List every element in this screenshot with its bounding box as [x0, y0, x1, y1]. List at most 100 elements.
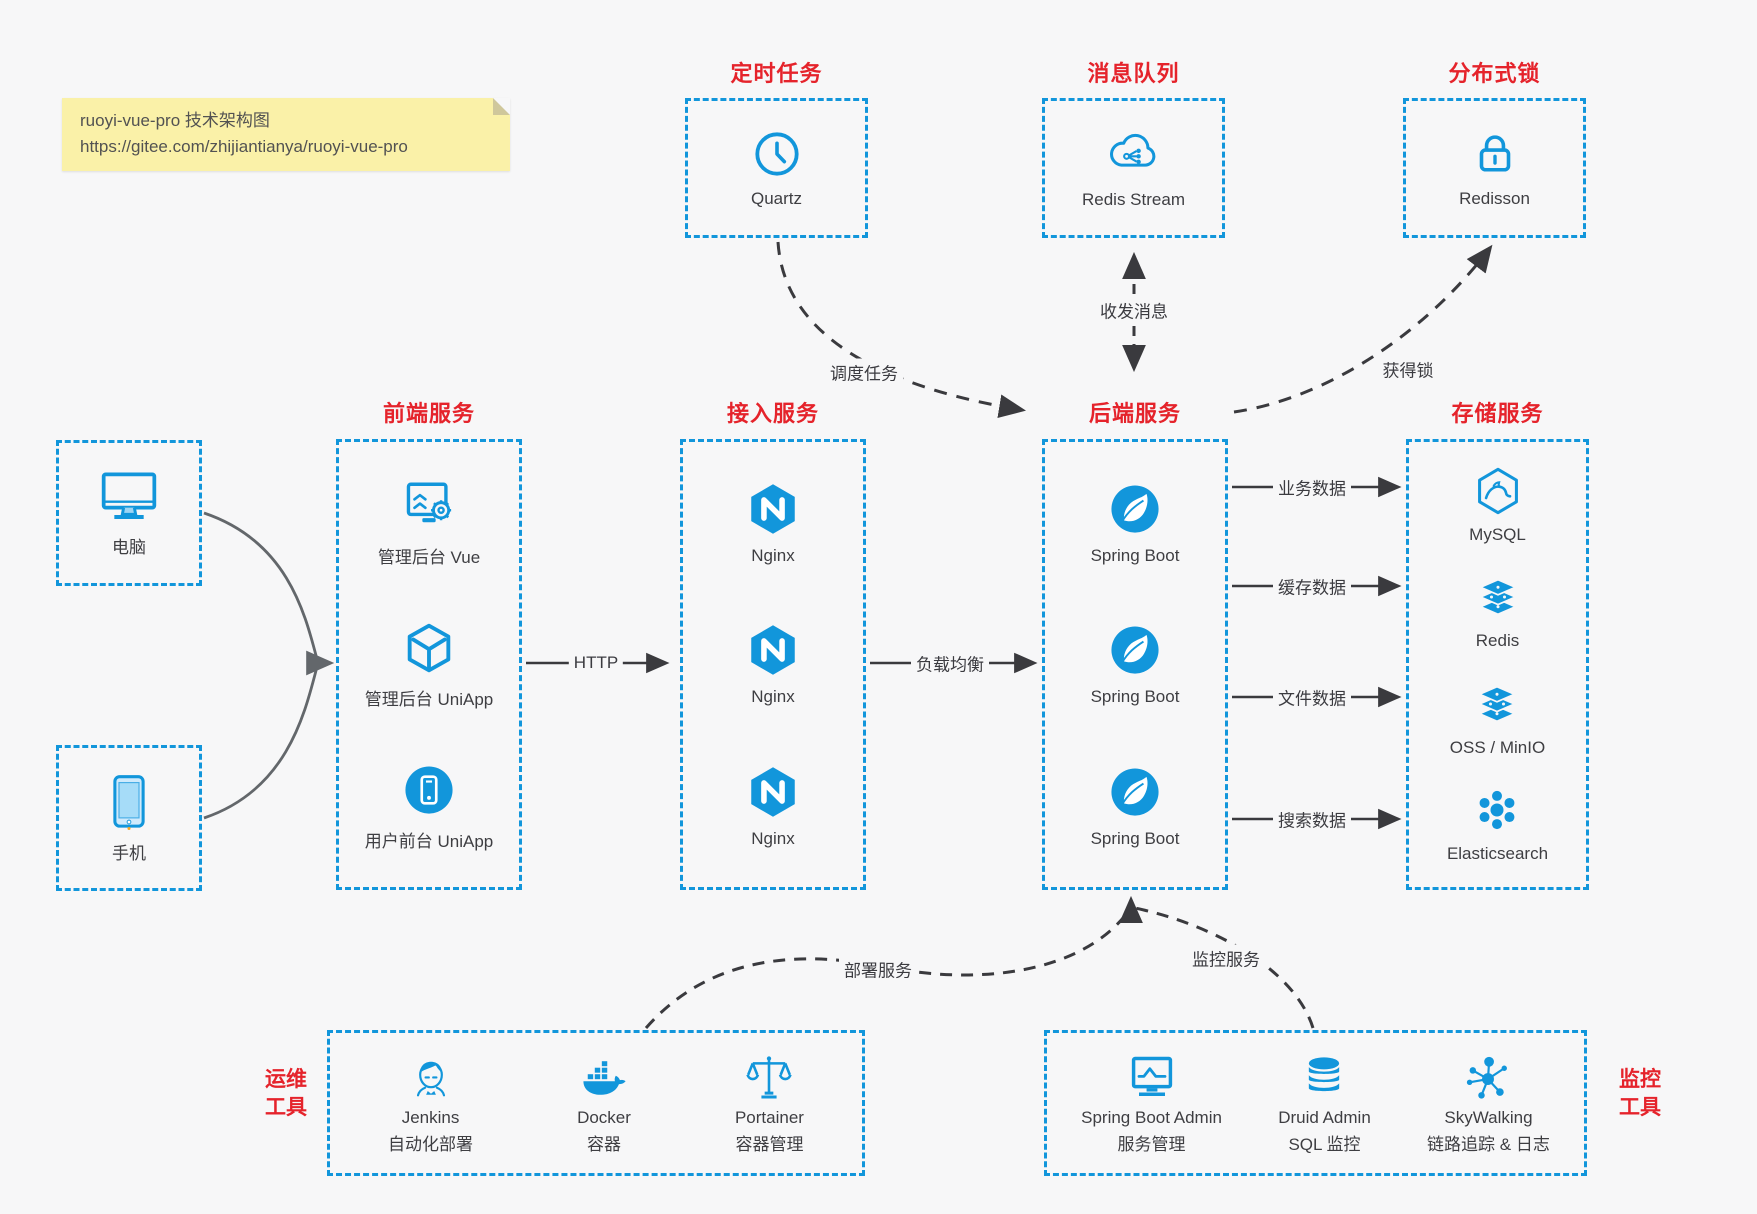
- nginx-icon: [751, 625, 795, 676]
- phone-circle-icon: [405, 766, 453, 814]
- group-box-lock: Redisson: [1403, 98, 1586, 238]
- group-title-timer: 定时任务: [730, 61, 823, 86]
- node-jenkins: Jenkins 自动化部署: [388, 1052, 473, 1155]
- node-label: MySQL: [1469, 525, 1526, 545]
- edge-label-send-receive-message: 收发消息: [1095, 296, 1173, 324]
- node-desc: SQL 监控: [1288, 1134, 1361, 1154]
- node-label: Druid Admin: [1278, 1107, 1371, 1127]
- group-box-timer: Quartz: [685, 98, 868, 238]
- node-redis: Redis: [1472, 571, 1524, 651]
- desktop-icon: [101, 471, 157, 519]
- node-desc: 自动化部署: [388, 1134, 474, 1154]
- node-portainer: Portainer 容器管理: [735, 1052, 804, 1155]
- group-title-lock: 分布式锁: [1448, 61, 1541, 86]
- node-redisson: Redisson: [1459, 127, 1530, 209]
- group-title-storage: 存储服务: [1451, 401, 1544, 426]
- note-url: https://gitee.com/zhijiantianya/ruoyi-vu…: [80, 137, 408, 157]
- node-label: Spring Boot Admin: [1081, 1107, 1222, 1127]
- scales-icon: [746, 1055, 793, 1098]
- layers-stack-icon: [1477, 685, 1517, 722]
- group-box-gateway: Nginx Nginx Nginx: [680, 439, 866, 890]
- edge-label-deploy-service: 部署服务: [839, 955, 917, 983]
- node-springboot-2: Spring Boot: [1090, 621, 1180, 707]
- node-label: Docker: [577, 1107, 631, 1127]
- side-title-monitoring-line1: 监控: [1619, 1068, 1661, 1091]
- node-pc: 电脑: [97, 469, 161, 558]
- node-nginx-1: Nginx: [744, 480, 802, 566]
- group-title-mq: 消息队列: [1087, 61, 1180, 86]
- node-label: SkyWalking: [1444, 1107, 1533, 1127]
- cluster-icon: [1480, 790, 1515, 829]
- node-label: Nginx: [751, 545, 795, 565]
- node-label: Spring Boot: [1090, 829, 1180, 849]
- edge-label-http: HTTP: [568, 652, 624, 674]
- node-druid-admin: Druid Admin SQL 监控: [1278, 1052, 1371, 1155]
- spring-leaf-icon: [1111, 485, 1159, 533]
- note-title: ruoyi-vue-pro 技术架构图: [80, 111, 270, 130]
- node-desc: 容器: [586, 1134, 621, 1154]
- group-box-mq: Redis Stream: [1042, 98, 1225, 238]
- jenkins-butler-icon: [416, 1061, 445, 1096]
- topology-icon: [1467, 1056, 1508, 1099]
- admin-screen-gear-icon: [406, 482, 452, 523]
- node-label: Quartz: [750, 189, 803, 208]
- node-label: Portainer: [734, 1107, 804, 1127]
- client-box-pc: 电脑: [56, 440, 202, 586]
- monitor-chart-icon: [1131, 1056, 1172, 1096]
- node-label: Nginx: [751, 829, 795, 849]
- nginx-icon: [751, 767, 795, 817]
- edge-label-schedule-task: 调度任务: [825, 358, 903, 386]
- side-title-monitoring-line2: 工具: [1619, 1096, 1661, 1120]
- node-redis-stream: Redis Stream: [1082, 126, 1185, 210]
- node-label: OSS / MinIO: [1449, 737, 1546, 757]
- node-label: Redis Stream: [1082, 190, 1185, 209]
- database-icon: [1309, 1056, 1340, 1091]
- side-title-ops: 运维 工具: [250, 1066, 322, 1123]
- node-springboot-admin: Spring Boot Admin 服务管理: [1081, 1052, 1222, 1155]
- group-box-frontend: 管理后台 Vue 管理后台 UniApp 用户前台 UniApp: [336, 439, 522, 890]
- docker-whale-icon: [583, 1060, 626, 1095]
- node-label: Spring Boot: [1090, 687, 1180, 707]
- edge-label-monitor-service: 监控服务: [1187, 944, 1265, 972]
- node-label: 用户前台 UniApp: [364, 831, 494, 851]
- cloud-stream-icon: [1110, 133, 1156, 167]
- node-desc: 容器管理: [735, 1134, 804, 1154]
- spring-leaf-icon: [1111, 768, 1159, 816]
- lock-icon: [1479, 135, 1510, 172]
- node-admin-vue: 管理后台 Vue: [378, 477, 480, 568]
- group-title-backend: 后端服务: [1088, 401, 1181, 426]
- node-desc: 服务管理: [1117, 1134, 1186, 1154]
- node-user-uniapp: 用户前台 UniApp: [365, 761, 493, 852]
- group-title-frontend: 前端服务: [382, 401, 475, 426]
- node-springboot-1: Spring Boot: [1090, 480, 1180, 566]
- node-nginx-2: Nginx: [744, 621, 802, 707]
- node-label: Redisson: [1459, 189, 1530, 208]
- edge-label-load-balance: 负载均衡: [911, 649, 989, 677]
- spring-leaf-icon: [1111, 626, 1159, 675]
- client-box-phone: 手机: [56, 745, 202, 891]
- side-title-monitoring: 监控 工具: [1602, 1066, 1678, 1123]
- side-title-ops-line2: 工具: [265, 1096, 307, 1120]
- node-label: 管理后台 UniApp: [364, 689, 494, 709]
- group-box-backend: Spring Boot Spring Boot Spring Boot: [1042, 439, 1228, 890]
- group-box-monitoring: Spring Boot Admin 服务管理 Druid Admin SQL 监…: [1044, 1030, 1587, 1176]
- nginx-icon: [751, 484, 795, 534]
- edge-label-file-data: 文件数据: [1273, 683, 1351, 711]
- mysql-dolphin-icon: [1477, 467, 1518, 515]
- node-oss-minio: OSS / MinIO: [1450, 678, 1545, 758]
- node-label: Redis: [1475, 631, 1520, 651]
- node-label: Spring Boot: [1090, 545, 1180, 565]
- node-phone: 手机: [109, 773, 149, 864]
- cube-icon: [407, 623, 451, 673]
- node-docker: Docker 容器: [577, 1052, 631, 1155]
- mobile-icon: [113, 774, 145, 830]
- side-title-ops-line1: 运维: [265, 1068, 307, 1091]
- node-springboot-3: Spring Boot: [1090, 763, 1180, 849]
- node-elasticsearch: Elasticsearch: [1447, 784, 1548, 864]
- node-nginx-3: Nginx: [744, 763, 802, 849]
- node-mysql: MySQL: [1469, 465, 1526, 545]
- node-label: Jenkins: [401, 1107, 460, 1127]
- clock-icon: [754, 132, 799, 176]
- edge-label-business-data: 业务数据: [1273, 473, 1351, 501]
